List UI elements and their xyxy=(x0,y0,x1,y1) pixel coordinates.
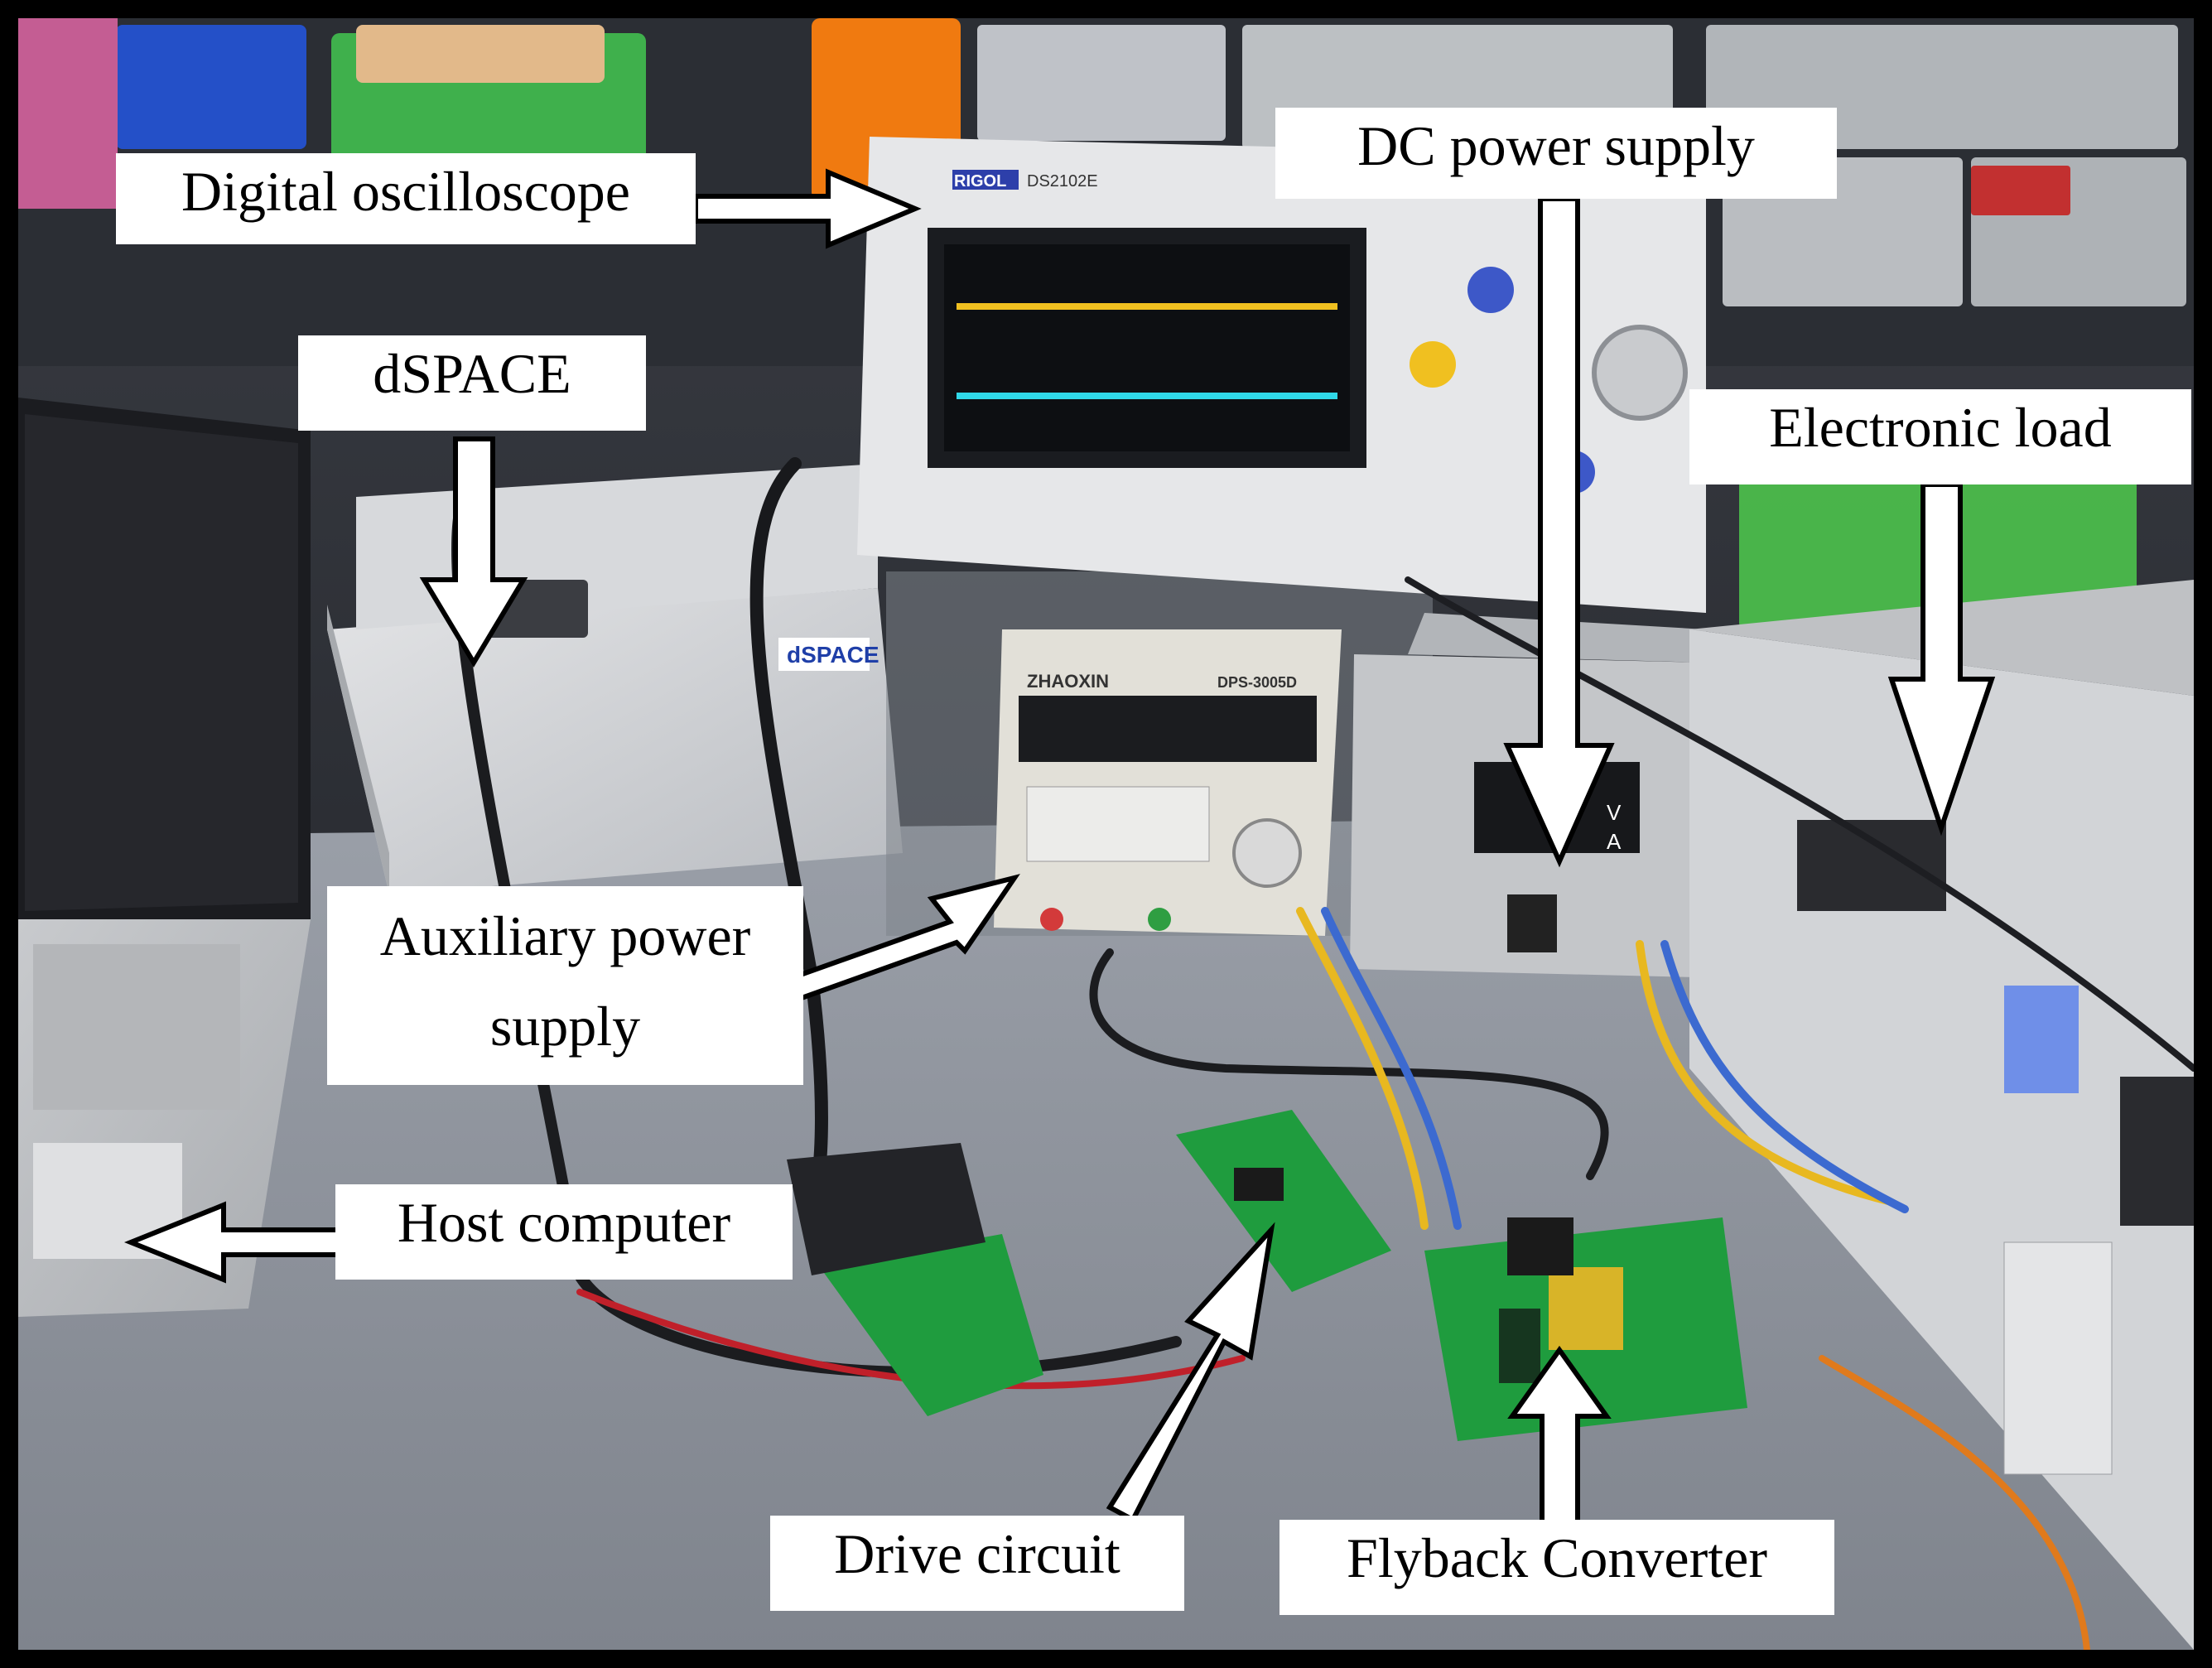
dc-meter-v: V xyxy=(1607,800,1622,825)
annotation-arrows xyxy=(123,168,1996,1531)
arrow-auxiliary-power xyxy=(790,874,1020,1001)
label-text: Digital oscilloscope xyxy=(181,160,630,223)
arrow-dspace xyxy=(419,436,528,668)
oscilloscope: RIGOL DS2102E xyxy=(857,137,1706,613)
auxiliary-power-supply-unit: ZHAOXIN DPS-3005D xyxy=(994,629,1342,936)
label-auxiliary-power-supply: Auxiliary power supply xyxy=(327,886,803,1085)
label-text-line2: supply xyxy=(489,994,641,1058)
arrow-host-computer xyxy=(123,1201,342,1284)
label-host-computer: Host computer xyxy=(335,1184,793,1280)
electronic-load-unit xyxy=(1689,580,2194,1650)
label-flyback-converter: Flyback Converter xyxy=(1279,1520,1834,1615)
dc-meter-a: A xyxy=(1607,829,1622,854)
label-digital-oscilloscope: Digital oscilloscope xyxy=(116,153,696,244)
label-text: Electronic load xyxy=(1769,396,2112,459)
label-text: Flyback Converter xyxy=(1347,1526,1767,1589)
label-text: Drive circuit xyxy=(834,1522,1120,1585)
oscilloscope-brand: RIGOL xyxy=(954,172,1006,190)
dspace-logo: dSPACE xyxy=(787,642,879,668)
label-text: dSPACE xyxy=(373,342,571,405)
flyback-converter-board xyxy=(1424,1217,1747,1441)
arrow-dc-power-supply xyxy=(1503,196,1615,868)
label-text: Host computer xyxy=(397,1191,731,1254)
dspace-unit: dSPACE xyxy=(327,464,903,894)
label-dspace: dSPACE xyxy=(298,335,646,431)
label-electronic-load: Electronic load xyxy=(1689,389,2191,484)
arrow-electronic-load xyxy=(1887,482,1996,836)
breakout-board xyxy=(787,1143,1043,1416)
drive-circuit-board xyxy=(1176,1110,1391,1292)
label-text: DC power supply xyxy=(1357,114,1755,177)
power-supply-brand: ZHAOXIN xyxy=(1027,671,1109,692)
arrow-oscilloscope xyxy=(693,168,922,249)
oscilloscope-model: DS2102E xyxy=(1027,172,1098,190)
arrow-drive-circuit xyxy=(1106,1222,1275,1524)
label-drive-circuit: Drive circuit xyxy=(770,1516,1184,1611)
power-supply-model: DPS-3005D xyxy=(1217,674,1297,691)
arrow-flyback-converter xyxy=(1507,1345,1612,1531)
label-dc-power-supply: DC power supply xyxy=(1275,108,1837,199)
label-text-line1: Auxiliary power xyxy=(379,904,751,967)
laptop xyxy=(18,398,311,1317)
